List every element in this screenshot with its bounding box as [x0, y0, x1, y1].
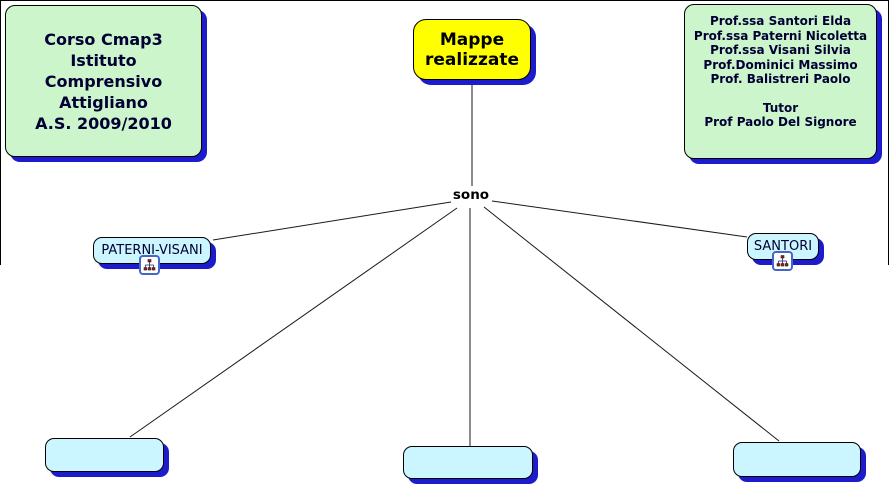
course-title-box[interactable]: Corso Cmap3 Istituto Comprensivo Attigli… — [5, 5, 202, 157]
staff-line: Prof.ssa Santori Elda — [709, 14, 852, 28]
connector-line-sono-to-santori — [491, 200, 748, 238]
staff-list-box[interactable]: Prof.ssa Santori Elda Prof.ssa Paterni N… — [684, 4, 877, 159]
root-concept-node[interactable]: Mappe realizzate — [413, 19, 531, 80]
tutor-heading: Tutor — [762, 100, 799, 115]
submap-icon[interactable] — [772, 251, 793, 271]
staff-line: Prof.Dominici Massimo — [703, 57, 858, 72]
empty-concept-node[interactable] — [45, 438, 164, 472]
concept-label: SANTORI — [753, 239, 813, 254]
tutor-name: Prof Paolo Del Signore — [704, 115, 857, 129]
linking-phrase-sono[interactable]: sono — [452, 187, 490, 203]
submap-icon[interactable] — [139, 255, 160, 275]
connector-line-sono-to-empty3 — [483, 206, 780, 442]
course-title-line: Attigliano — [59, 92, 148, 112]
empty-concept-node[interactable] — [733, 442, 861, 477]
mini-concept-map-glyph — [776, 255, 789, 267]
mini-concept-map-glyph — [143, 259, 156, 271]
canvas-border-left — [0, 0, 1, 265]
concept-label: PATERNI-VISANI — [101, 243, 203, 258]
canvas-border-top — [0, 0, 889, 1]
course-title-line: Istituto — [70, 50, 137, 70]
connector-line-sono-to-paterni — [212, 201, 452, 241]
empty-concept-node[interactable] — [403, 446, 533, 479]
course-title-line: A.S. 2009/2010 — [35, 113, 172, 133]
staff-line: Prof.ssa Visani Silvia — [710, 43, 851, 57]
staff-line: Prof.ssa Paterni Nicoletta — [693, 28, 868, 43]
course-title-line: Comprensivo — [44, 71, 163, 91]
staff-line: Prof. Balistreri Paolo — [710, 72, 851, 86]
connector-line-sono-to-empty1 — [129, 207, 458, 438]
root-concept-label: Mappe realizzate — [425, 29, 519, 70]
course-title-line: Corso Cmap3 — [44, 29, 163, 49]
